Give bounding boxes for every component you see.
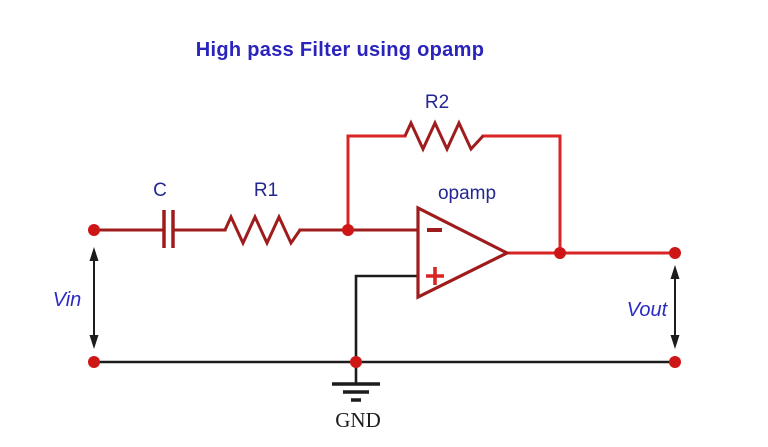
bottom-left-terminal-dot [88, 356, 100, 368]
input-terminal-dot [88, 224, 100, 236]
capacitor-symbol [162, 210, 175, 248]
output-terminal-dot [669, 247, 681, 259]
opamp-label: opamp [438, 183, 496, 204]
resistor-r2-symbol [403, 119, 485, 153]
output-node-dot [554, 247, 566, 259]
vout-label: Vout [627, 299, 669, 321]
r2-label: R2 [425, 92, 449, 113]
vout-arrow-down-head [670, 335, 680, 349]
gnd-label: GND [335, 408, 381, 432]
vin-label: Vin [53, 289, 82, 311]
resistor-r1-symbol [223, 213, 302, 247]
r1-label: R1 [254, 180, 278, 201]
noninverting-input-ground-wire [354, 274, 419, 364]
page-title: High pass Filter using opamp [196, 39, 484, 61]
inverting-node-dot [342, 224, 354, 236]
vout-arrow-up-head [670, 265, 680, 279]
ground-node-dot [350, 356, 362, 368]
vin-arrow-down-head [89, 335, 99, 349]
opamp-plus-icon [426, 267, 444, 285]
feedback-wire-left [346, 134, 407, 232]
vin-arrow-up-head [89, 247, 99, 261]
vin-arrow [89, 247, 99, 349]
bottom-right-terminal-dot [669, 356, 681, 368]
opamp-triangle [416, 205, 511, 300]
feedback-wire-right [481, 134, 562, 254]
vout-arrow [670, 265, 680, 349]
capacitor-label: C [153, 180, 167, 201]
